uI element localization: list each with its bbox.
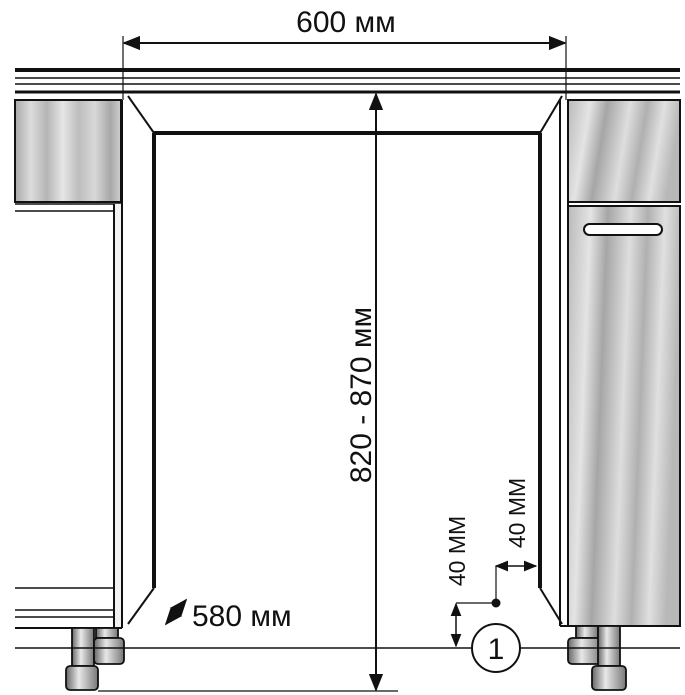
offset-horizontal-label: 40 ММ [504, 478, 530, 548]
connection-point [491, 598, 501, 608]
callout-marker: 1 [471, 623, 521, 673]
height-dimension: 820 - 870 мм [98, 92, 398, 692]
width-dimension: 600 мм [122, 6, 567, 100]
right-door-handle [583, 223, 663, 236]
right-door-front [567, 205, 681, 627]
left-drawer-front [14, 99, 122, 203]
depth-dimension: 580 мм [164, 598, 292, 633]
left-cabinet [14, 99, 123, 629]
right-drawer-front [567, 99, 681, 203]
right-cabinet-legs [567, 625, 627, 691]
callout-number: 1 [488, 633, 505, 666]
callout-circle [471, 623, 521, 673]
right-cabinet [559, 99, 681, 627]
countertop [15, 68, 680, 94]
niche-outline [15, 95, 680, 649]
width-label: 600 мм [296, 6, 396, 39]
height-label: 820 - 870 мм [345, 307, 378, 483]
left-cabinet-legs [65, 627, 125, 691]
offset-vertical-label: 40 ММ [444, 516, 470, 586]
depth-label: 580 мм [192, 600, 292, 633]
offset-dimensions [450, 560, 538, 648]
